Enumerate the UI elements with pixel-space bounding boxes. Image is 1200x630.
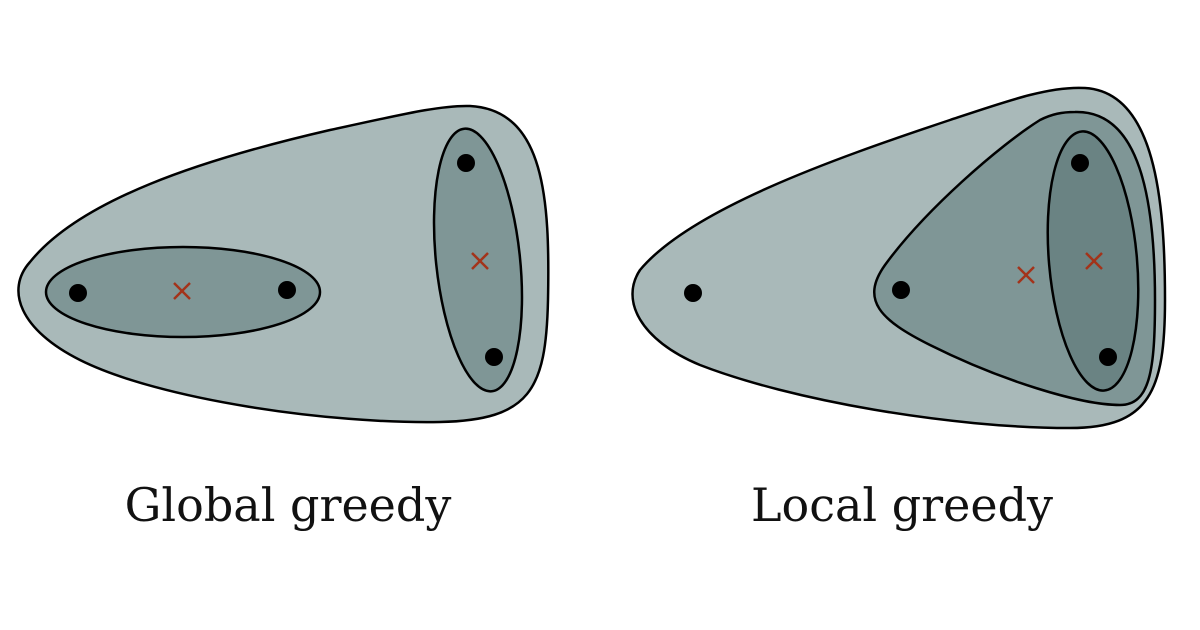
data-point bbox=[1099, 348, 1117, 366]
panel-local-greedy bbox=[631, 86, 1167, 430]
centroid-x-icon bbox=[471, 252, 489, 270]
data-point bbox=[485, 348, 503, 366]
data-point bbox=[684, 284, 702, 302]
data-point bbox=[69, 284, 87, 302]
data-point bbox=[892, 281, 910, 299]
centroid-x-icon bbox=[1085, 252, 1103, 270]
caption-local-greedy: Local greedy bbox=[750, 478, 1054, 532]
caption-global-greedy: Global greedy bbox=[124, 478, 452, 532]
panel-global-greedy bbox=[17, 104, 550, 424]
data-point bbox=[278, 281, 296, 299]
data-point bbox=[457, 154, 475, 172]
centroid-x-icon bbox=[173, 282, 191, 300]
centroid-x-icon bbox=[1017, 266, 1035, 284]
data-point bbox=[1071, 154, 1089, 172]
